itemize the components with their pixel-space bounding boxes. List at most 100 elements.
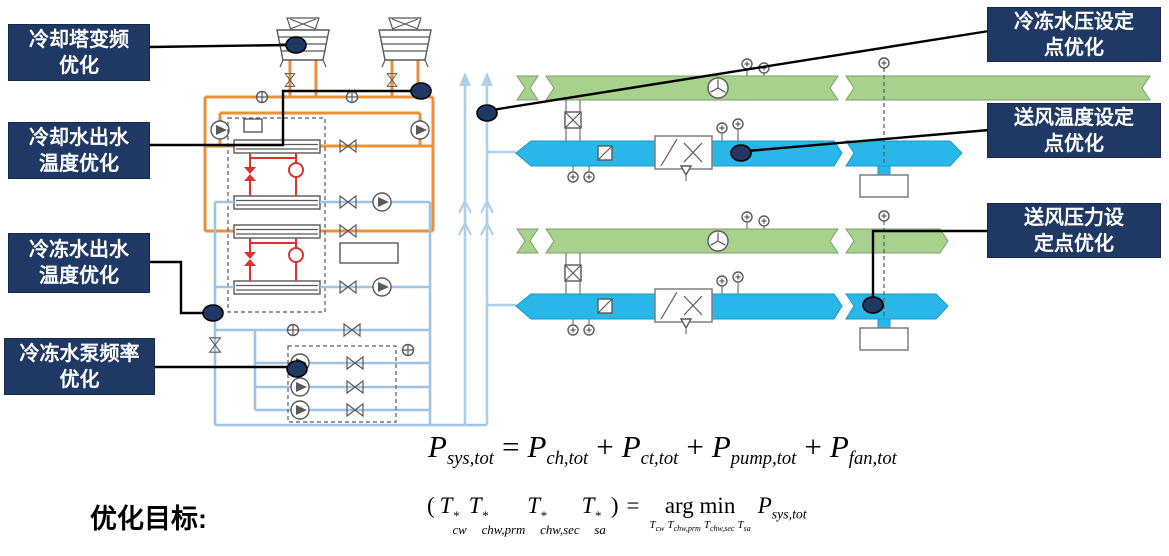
damper-icon xyxy=(564,111,582,129)
supply-air-duct xyxy=(845,140,963,167)
objective-label: 优化目标: xyxy=(90,504,207,534)
argmin-subscript: Tcw Tchw,prm Tchw,sec Tsa xyxy=(649,519,751,534)
chiller-enclosure xyxy=(227,117,326,313)
condenser-pump-icon xyxy=(210,120,230,140)
math-term: Psys,tot xyxy=(757,493,807,522)
callout-text: 优化 xyxy=(59,368,100,391)
ahu-box xyxy=(654,288,713,323)
secondary-pump-group xyxy=(209,337,415,423)
callout-supply-air-pressure-setpoint: 送风压力设 定点优化 xyxy=(987,203,1161,258)
callout-text: 送风温度设定 xyxy=(1014,106,1134,129)
header-box xyxy=(339,242,399,264)
math-term: T*cw xyxy=(439,493,467,537)
callout-text: 冷却塔变频 xyxy=(29,28,129,51)
math-term: Pct,tot xyxy=(621,429,679,470)
valve-icon xyxy=(345,90,359,104)
branch-duct xyxy=(877,165,891,176)
vav-box xyxy=(859,174,909,198)
callout-dot xyxy=(285,36,307,54)
chiller-2 xyxy=(233,224,321,295)
callout-text: 温度优化 xyxy=(39,265,119,287)
control-box xyxy=(243,118,263,133)
callout-dot xyxy=(286,360,308,378)
sensor-icon xyxy=(741,211,753,223)
sensor-icon xyxy=(732,118,744,130)
math-paren: ( xyxy=(427,493,435,518)
callout-text: 冷冻水出水 xyxy=(29,239,129,261)
callout-chw-pump-frequency: 冷冻水泵频率 优化 xyxy=(4,338,155,395)
callout-text: 点优化 xyxy=(1044,132,1104,155)
math-term: Ppump,tot xyxy=(711,429,797,470)
chiller-1 xyxy=(233,139,321,210)
sensor-icon xyxy=(716,275,728,287)
valve-icon xyxy=(255,90,269,104)
sensor-icon xyxy=(567,171,579,183)
connector-line xyxy=(746,128,990,153)
callout-chilled-water-supply-temp: 冷冻水出水 温度优化 xyxy=(8,233,150,293)
flow-arrow-icon xyxy=(459,72,493,86)
math-term: T*chw,sec xyxy=(527,493,580,537)
math-operator: = xyxy=(626,493,640,518)
vav-box xyxy=(859,327,909,351)
math-operator: = xyxy=(501,429,520,464)
branch-duct xyxy=(877,318,891,329)
drain-valve-icon xyxy=(679,165,693,177)
callout-condenser-water-supply-temp: 冷却水出水 温度优化 xyxy=(8,122,150,179)
callout-supply-air-temp-setpoint: 送风温度设定 点优化 xyxy=(987,103,1161,158)
math-term: Pfan,tot xyxy=(829,429,897,470)
callout-text: 温度优化 xyxy=(39,152,119,175)
primary-pump-icon xyxy=(372,192,392,212)
cooling-tower-icon xyxy=(378,17,432,68)
callout-text: 点优化 xyxy=(1044,36,1104,59)
sensor-icon xyxy=(732,271,744,283)
sensor-icon xyxy=(583,324,595,336)
sensor-icon xyxy=(741,58,753,70)
callout-connectors xyxy=(149,29,990,369)
sensor-icon xyxy=(758,215,770,227)
secondary-pump-icon xyxy=(290,377,310,397)
math-operator: + xyxy=(804,429,822,464)
return-air-duct xyxy=(516,228,539,254)
connector-line xyxy=(150,89,413,147)
sensor-icon xyxy=(878,57,890,69)
fan-icon xyxy=(707,77,729,99)
primary-pump-icon xyxy=(372,277,392,297)
chillers xyxy=(227,117,326,313)
math-term: Pch,tot xyxy=(527,429,589,470)
callout-text: 冷却水出水 xyxy=(29,126,129,149)
secondary-pump-icon xyxy=(290,400,310,420)
math-term: T*sa xyxy=(581,493,606,537)
chilled-water-risers xyxy=(458,72,516,425)
sensor-icon xyxy=(567,324,579,336)
math-operator: + xyxy=(596,429,614,464)
callout-text: 冷冻水泵频率 xyxy=(19,342,140,365)
callout-text: 优化 xyxy=(59,54,99,77)
math-term: Psys,tot xyxy=(428,429,494,470)
return-air-duct xyxy=(845,228,949,254)
callout-cooling-tower-vfd: 冷却塔变频 优化 xyxy=(8,24,150,81)
ahu-box xyxy=(654,135,713,170)
callout-dot xyxy=(862,296,884,314)
return-air-duct xyxy=(845,75,1151,101)
callout-text: 送风压力设 xyxy=(1024,206,1124,229)
callout-dot xyxy=(476,104,498,122)
callout-chw-pressure-setpoint: 冷冻水压设定 点优化 xyxy=(987,7,1161,62)
connector-line xyxy=(150,260,205,315)
valve-icon xyxy=(286,323,300,337)
callout-text: 定点优化 xyxy=(1034,232,1114,255)
return-air-duct xyxy=(545,228,839,254)
math-term: T*chw,prm xyxy=(468,493,526,537)
callout-dot xyxy=(730,144,752,162)
pump-enclosure xyxy=(287,345,397,423)
sensor-icon xyxy=(583,171,595,183)
callout-dot xyxy=(410,82,432,100)
condenser-pump-icon xyxy=(410,120,430,140)
connector-line xyxy=(149,43,289,49)
callout-dots xyxy=(202,36,884,378)
chiller-plant xyxy=(203,17,516,427)
return-air-duct xyxy=(545,75,839,101)
damper-icon xyxy=(564,264,582,282)
fan-icon xyxy=(707,230,729,252)
